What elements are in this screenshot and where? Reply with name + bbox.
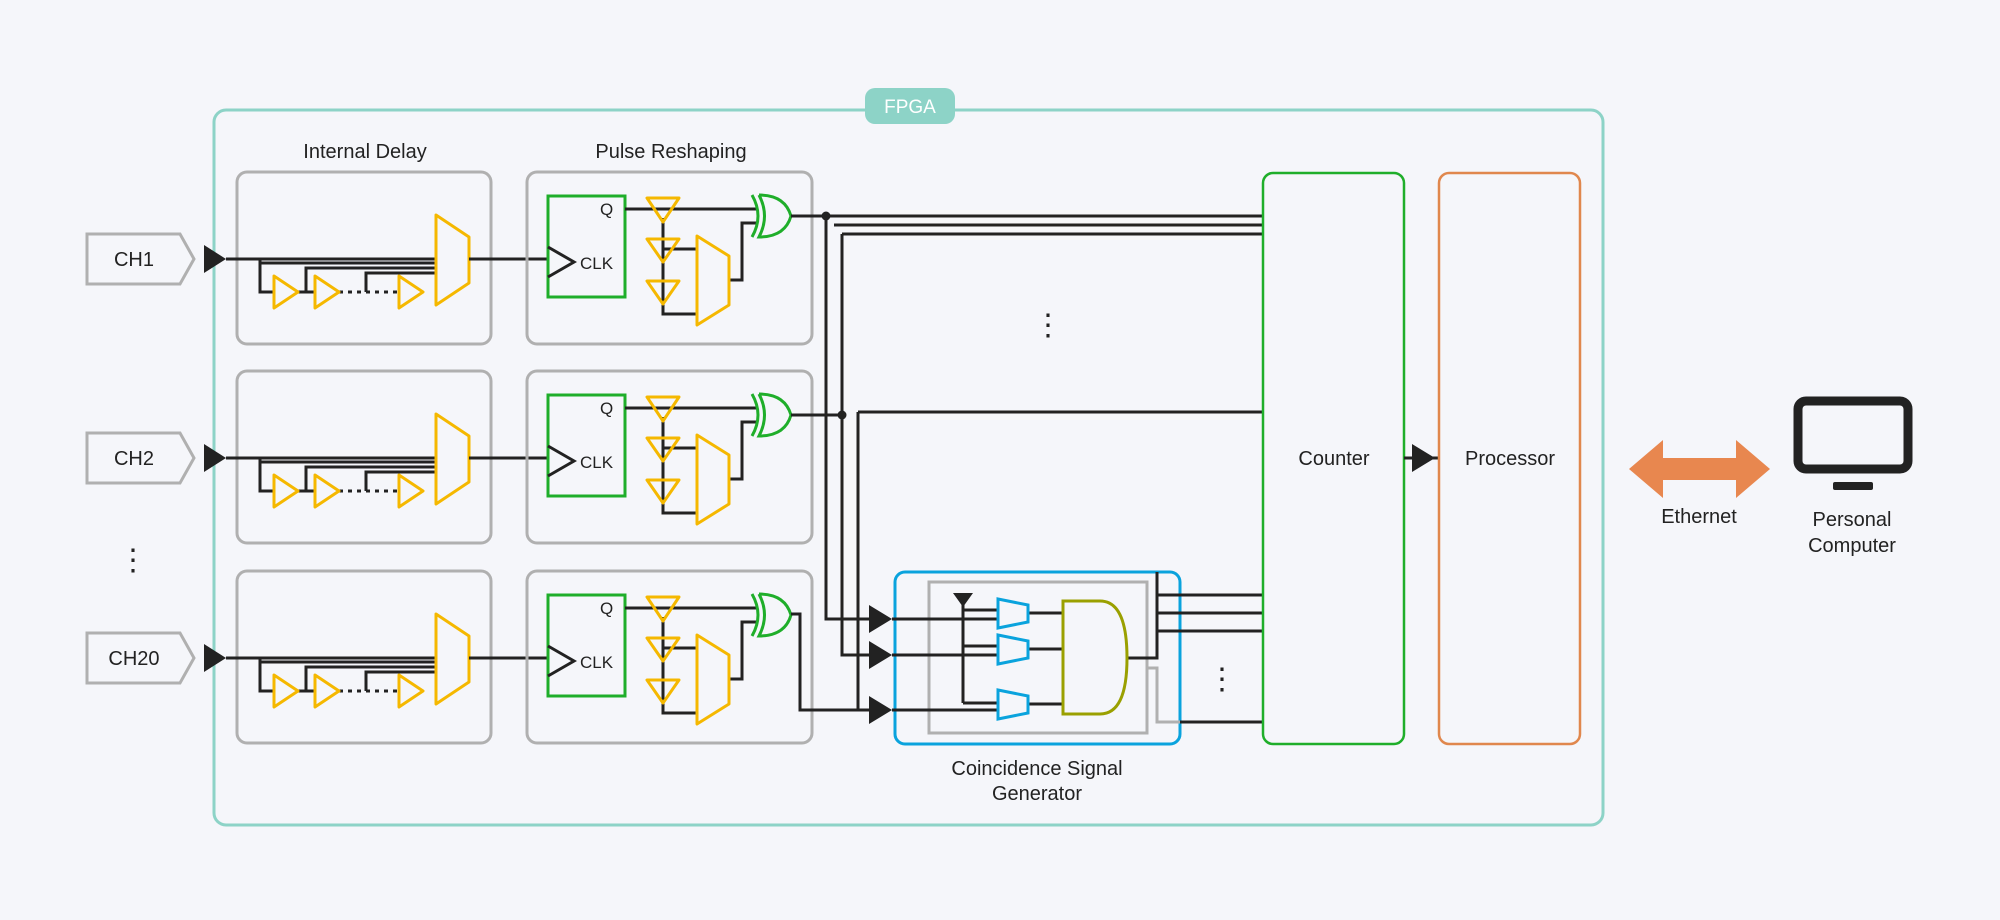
pulse-reshaping-title: Pulse Reshaping (595, 141, 746, 163)
flipflop-clk-label: CLK (580, 453, 614, 472)
channel-row: CH20 Q CLK (85, 569, 814, 745)
channel-row: CH2 Q CLK (85, 369, 814, 545)
channel-label: CH20 (108, 648, 159, 670)
channels-ellipsis-counter: ⋮ (1033, 309, 1063, 342)
computer-label-line2: Computer (1808, 535, 1896, 557)
internal-delay-title: Internal Delay (303, 141, 426, 163)
ethernet-label: Ethernet (1661, 506, 1737, 528)
channel-row: CH1 Q CLK (85, 170, 814, 346)
signal-routing (791, 211, 1263, 724)
delay-and-reshaping-circuit (85, 369, 814, 545)
delay-and-reshaping-circuit (85, 170, 814, 346)
channels-ellipsis-coincidence: ⋮ (1207, 663, 1237, 696)
channels-ellipsis-inputs: ⋮ (118, 544, 148, 577)
coincidence-title-line1: Coincidence Signal (951, 758, 1122, 780)
fpga-badge (865, 88, 955, 124)
fpga-label: FPGA (884, 97, 936, 118)
flipflop-q-label: Q (600, 200, 613, 219)
counter-to-processor-arrow (1412, 444, 1435, 472)
processor-block (1437, 171, 1582, 746)
flipflop-q-label: Q (600, 399, 613, 418)
computer-label-line1: Personal (1813, 509, 1892, 531)
flipflop-clk-label: CLK (580, 254, 614, 273)
coincidence-title-line2: Generator (992, 783, 1082, 805)
ethernet-double-arrow-icon (1629, 440, 1770, 498)
flipflop-q-label: Q (600, 599, 613, 618)
delay-and-reshaping-circuit (85, 569, 814, 745)
monitor-icon (1793, 396, 1913, 490)
channel-label: CH1 (114, 249, 154, 271)
input-arrows (869, 605, 892, 724)
counter-label: Counter (1298, 448, 1369, 470)
processor-label: Processor (1465, 448, 1555, 470)
coincidence-signal-generator (892, 570, 1263, 746)
channel-label: CH2 (114, 448, 154, 470)
and-gate (1061, 599, 1129, 716)
flipflop-clk-label: CLK (580, 653, 614, 672)
